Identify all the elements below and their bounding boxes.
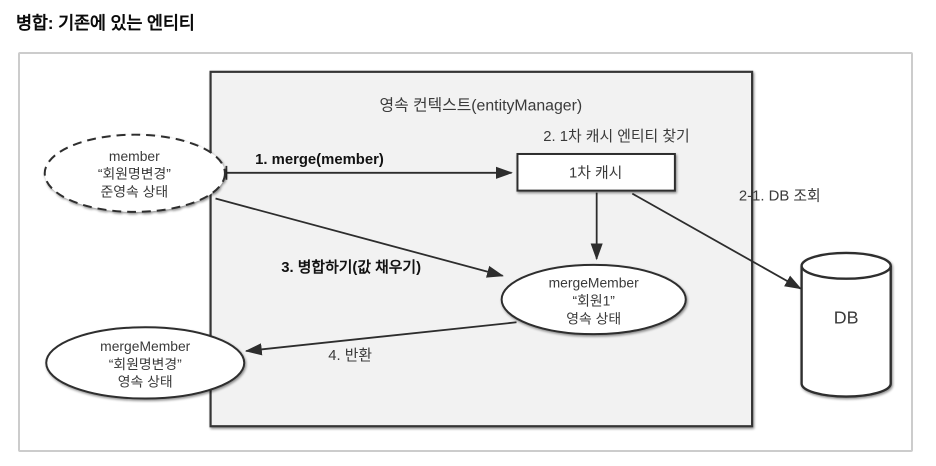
first-cache-label: 1차 캐시 [569, 165, 622, 182]
edge-label-find-cache: 2. 1차 캐시 엔티티 찾기 [543, 128, 689, 145]
first-cache-box [516, 153, 676, 192]
merge-flow-diagram: 영속 컨텍스트(entityManager) 2. 1차 캐시 엔티티 찾기 1… [43, 70, 892, 428]
diagram-canvas: 영속 컨텍스트(entityManager) 2. 1차 캐시 엔티티 찾기 1… [18, 52, 913, 452]
arrow-return [244, 321, 517, 356]
persistence-context-box [209, 70, 754, 428]
member-entity-ellipse [43, 133, 226, 213]
returned-member-ellipse [45, 326, 246, 400]
returned-member-name: mergeMember [100, 338, 190, 354]
edge-label-merge-call: 1. merge(member) [255, 152, 384, 168]
returned-member-value: “회원명변경” [109, 356, 182, 372]
member-entity-value: “회원명변경” [98, 166, 171, 182]
member-entity-state: 준영속 상태 [101, 184, 169, 200]
member-entity-name: member [109, 148, 160, 164]
merge-member-state: 영속 상태 [566, 310, 621, 326]
arrow-merge-fill [215, 197, 504, 278]
db-cylinder-icon [800, 251, 892, 398]
merge-member-ellipse [500, 263, 687, 336]
db-label: DB [834, 307, 859, 327]
persistence-context-label: 영속 컨텍스트(entityManager) [380, 96, 583, 114]
edge-label-return: 4. 반환 [328, 347, 372, 364]
merge-member-value: “회원1” [572, 292, 615, 308]
edge-label-db-lookup: 2-1. DB 조회 [739, 188, 821, 205]
edge-label-merge-fill: 3. 병합하기(값 채우기) [281, 258, 421, 276]
returned-member-state: 영속 상태 [118, 374, 173, 390]
merge-member-name: mergeMember [549, 275, 639, 291]
arrow-db-lookup [631, 192, 802, 290]
page-title: 병합: 기존에 있는 엔티티 [16, 13, 195, 33]
